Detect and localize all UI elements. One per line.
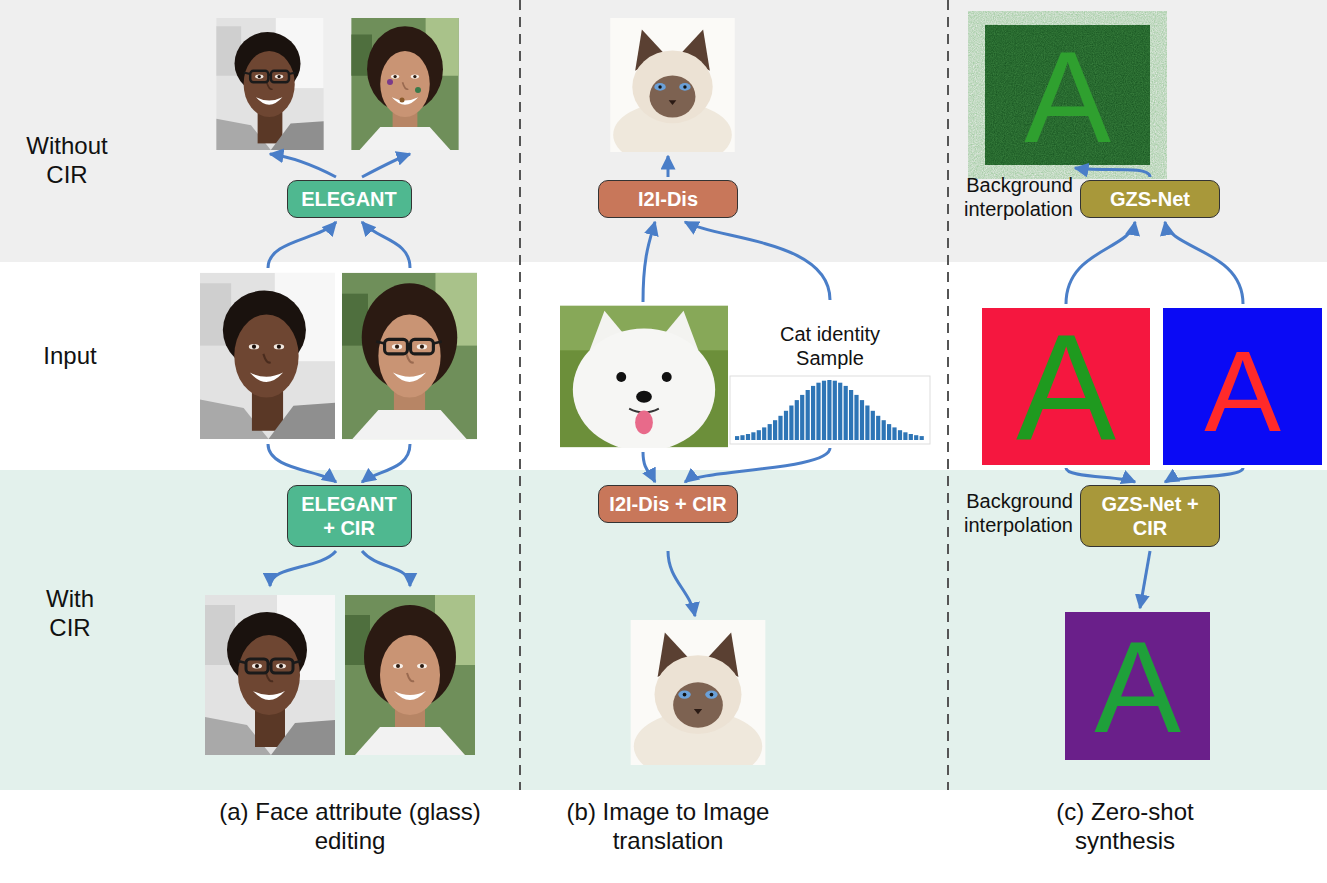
method-name: ELEGANT xyxy=(296,187,403,211)
method-name: I2I-Dis xyxy=(607,187,729,211)
histogram-bar xyxy=(892,427,896,440)
histogram-bar xyxy=(789,406,793,441)
image-letter: A xyxy=(1163,334,1322,449)
method-box: GZS-Net + CIR xyxy=(1080,485,1220,547)
histogram-bar xyxy=(882,420,886,440)
histogram-bar xyxy=(773,420,777,440)
histogram-bar xyxy=(778,416,782,440)
annotation-label: Without CIR xyxy=(8,132,126,190)
method-box: GZS-Net xyxy=(1080,180,1220,218)
histogram-bar xyxy=(751,432,755,440)
histogram-bar xyxy=(903,432,907,440)
panel-caption: (b) Image to Image translation xyxy=(533,798,803,856)
method-name: GZS-Net xyxy=(1089,187,1211,211)
histogram-bar xyxy=(740,435,744,440)
histogram-bar xyxy=(860,400,864,440)
histogram-bar xyxy=(735,436,739,440)
method-name: I2I-Dis + CIR xyxy=(607,492,729,516)
histogram-bar xyxy=(865,406,869,441)
panel-caption: (a) Face attribute (glass) editing xyxy=(215,798,485,856)
histogram-bar xyxy=(854,395,858,440)
histogram-bar xyxy=(757,430,761,440)
histogram-bar xyxy=(838,383,842,440)
histogram-bar xyxy=(876,416,880,440)
histogram-bar xyxy=(849,390,853,440)
histogram-bar xyxy=(844,386,848,440)
histogram-bar xyxy=(746,434,750,440)
histogram-bar xyxy=(898,430,902,440)
annotation-label: Background interpolation xyxy=(955,173,1073,221)
image-letter: A xyxy=(1065,622,1210,752)
annotation-label: Background interpolation xyxy=(955,489,1073,537)
histogram-bar xyxy=(816,383,820,440)
histogram-bar xyxy=(811,386,815,440)
annotation-label: Input xyxy=(15,342,125,371)
method-box: ELEGANT + CIR xyxy=(287,485,412,547)
histogram-bar xyxy=(784,411,788,440)
method-box: I2I-Dis xyxy=(598,180,738,218)
method-box: ELEGANT xyxy=(287,180,412,218)
image-letter: A xyxy=(982,312,1150,462)
panel-caption: (c) Zero-shot synthesis xyxy=(1025,798,1225,856)
histogram-bar xyxy=(800,395,804,440)
image-letter: A xyxy=(985,32,1150,162)
method-name: GZS-Net + CIR xyxy=(1089,492,1211,540)
histogram-bar xyxy=(914,435,918,440)
method-name: ELEGANT + CIR xyxy=(296,492,403,540)
histogram-bar xyxy=(762,427,766,440)
histogram-bar xyxy=(833,381,837,440)
method-box: I2I-Dis + CIR xyxy=(598,485,738,523)
histogram-bar xyxy=(822,381,826,440)
histogram-bar xyxy=(827,380,831,440)
histogram-bar xyxy=(795,400,799,440)
histogram-bar xyxy=(909,434,913,440)
histogram-bar xyxy=(768,424,772,440)
histogram-bar xyxy=(806,390,810,440)
histogram-bar xyxy=(887,424,891,440)
annotation-label: Cat identity Sample xyxy=(765,322,895,370)
histogram-bar xyxy=(871,411,875,440)
annotation-label: With CIR xyxy=(15,585,110,643)
histogram-bar xyxy=(920,436,924,440)
